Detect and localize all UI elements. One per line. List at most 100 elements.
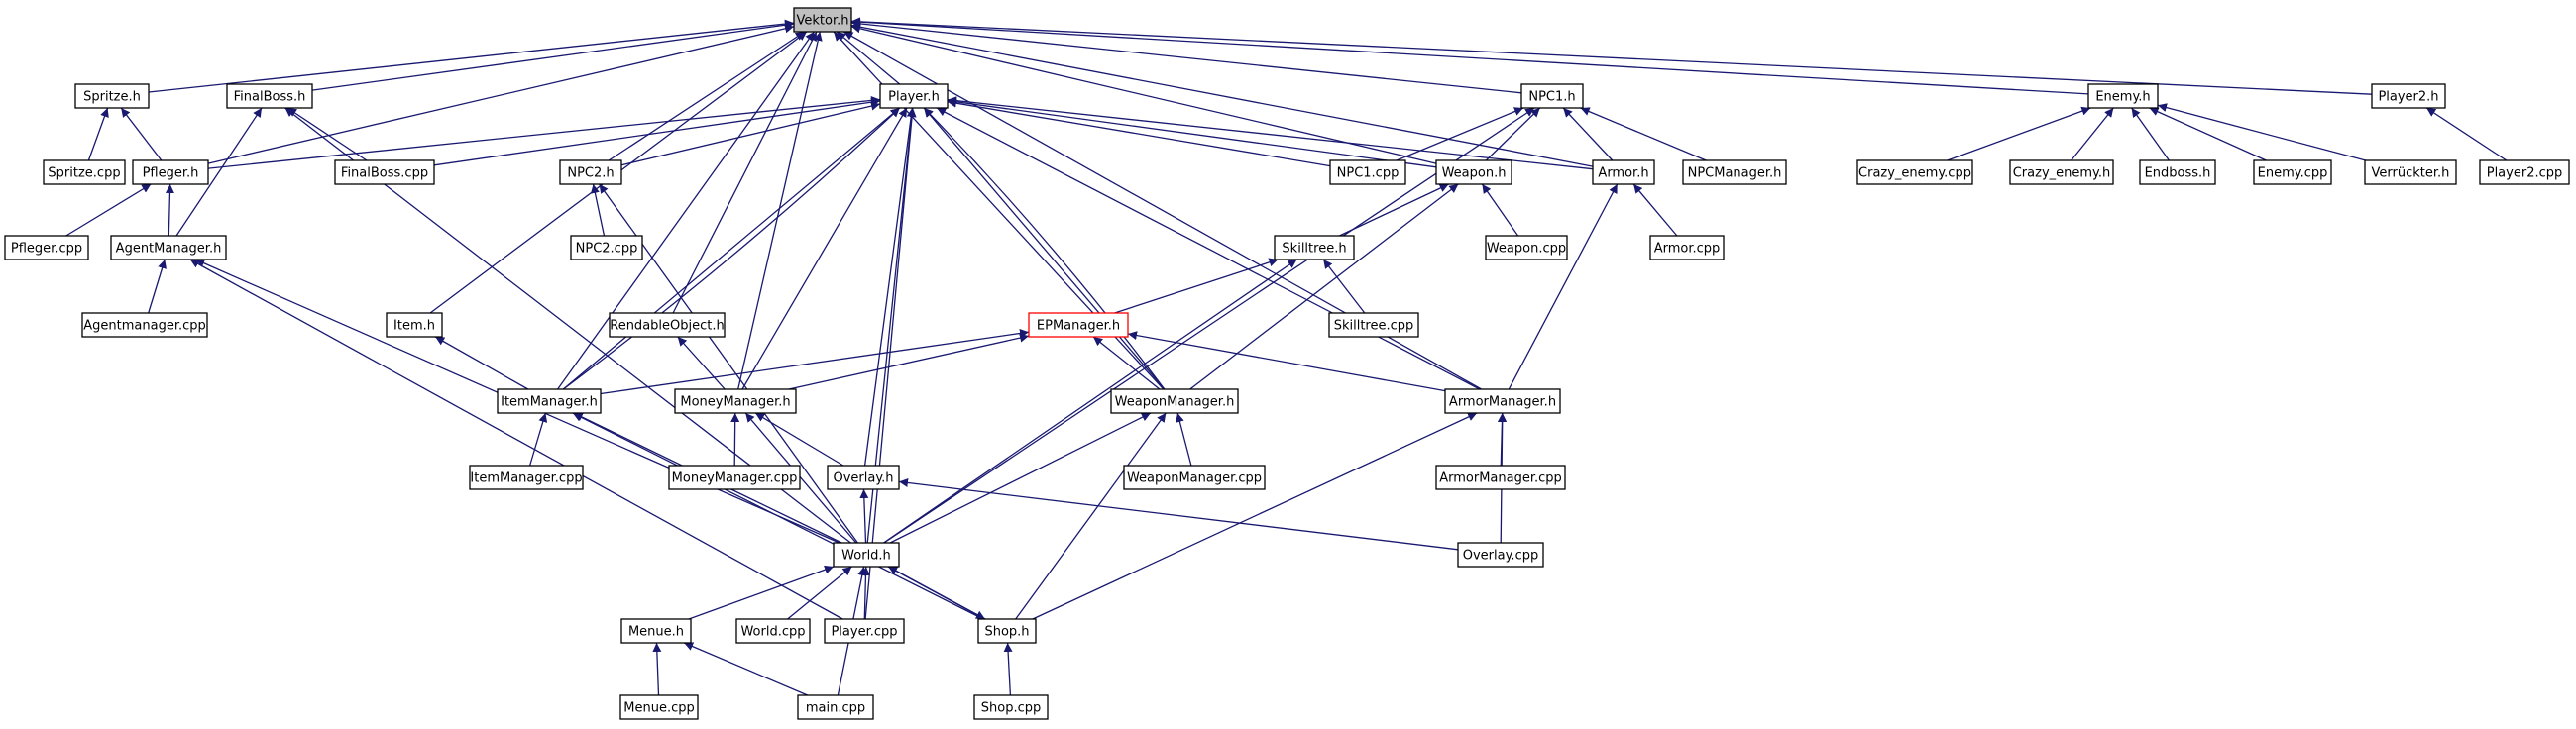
node-moneymanager-h[interactable]: MoneyManager.h: [674, 388, 797, 414]
node-skilltree-h[interactable]: Skilltree.h: [1274, 235, 1355, 260]
node-epmanager-h[interactable]: EPManager.h: [1028, 312, 1129, 338]
node-label: WeaponManager.h: [1115, 395, 1235, 410]
node-spritze-h[interactable]: Spritze.h: [74, 83, 150, 109]
node-label: ItemManager.h: [501, 395, 598, 410]
edge-overlay_cpp-to-overlay_h: [898, 478, 1459, 551]
node-label: ArmorManager.cpp: [1439, 471, 1562, 486]
edge-armormanager_h-to-vektor_h: [843, 31, 1482, 390]
node-label: NPC2.cpp: [576, 242, 638, 257]
node-label: AgentManager.h: [116, 242, 222, 257]
node-finalboss-cpp[interactable]: FinalBoss.cpp: [334, 159, 435, 185]
node-label: Menue.cpp: [623, 701, 694, 716]
node-box: [43, 159, 126, 185]
node-weapon-cpp[interactable]: Weapon.cpp: [1485, 235, 1568, 260]
node-world-cpp[interactable]: World.cpp: [735, 618, 811, 644]
edge-npc2_h-to-player_h: [620, 101, 881, 166]
edge-crazy_enemy_h-to-enemy_h: [2071, 107, 2114, 161]
edge-armor_h-to-player_h: [947, 96, 1594, 170]
node-npc2-cpp[interactable]: NPC2.cpp: [570, 235, 643, 260]
edge-shop_h-to-weaponmanager_h: [1015, 412, 1167, 620]
node-pfleger-cpp[interactable]: Pfleger.cpp: [4, 235, 89, 260]
node-overlay-cpp[interactable]: Overlay.cpp: [1457, 542, 1544, 568]
node-player2-h[interactable]: Player2.h: [2371, 83, 2446, 109]
node-box: [74, 83, 150, 109]
node-overlay-h[interactable]: Overlay.h: [827, 465, 900, 490]
node-enemy-cpp[interactable]: Enemy.cpp: [2253, 159, 2332, 185]
node-npc2-h[interactable]: NPC2.h: [559, 159, 622, 185]
edge-weapon_h-to-vektor_h: [850, 24, 1437, 164]
edge-moneymanager_h-to-rendableobject_h: [677, 336, 726, 390]
node-vektor-h[interactable]: Vektor.h: [793, 7, 852, 33]
node-enemy-h[interactable]: Enemy.h: [2087, 83, 2159, 109]
node-box: [1444, 388, 1561, 414]
node-spritze-cpp[interactable]: Spritze.cpp: [43, 159, 126, 185]
edge-overlay_h-to-player_h: [863, 107, 916, 467]
node-label: World.cpp: [740, 625, 805, 640]
edge-layer: [65, 17, 2508, 696]
node-box: [2253, 159, 2332, 185]
edge-itemmanager_h-to-player_h: [562, 107, 901, 390]
edge-verrueckter_h-to-enemy_h: [2157, 103, 2366, 161]
node-weaponmanager-h[interactable]: WeaponManager.h: [1110, 388, 1239, 414]
edge-pfleger_h-to-spritze_h: [120, 107, 163, 161]
node-item-h[interactable]: Item.h: [386, 312, 443, 338]
node-crazy-enemy-h[interactable]: Crazy_enemy.h: [2009, 159, 2114, 185]
edge-pfleger_cpp-to-pfleger_h: [65, 183, 152, 237]
node-moneymanager-cpp[interactable]: MoneyManager.cpp: [668, 465, 801, 490]
node-box: [226, 83, 313, 109]
node-player2-cpp[interactable]: Player2.cpp: [2479, 159, 2570, 185]
node-skilltree-cpp[interactable]: Skilltree.cpp: [1328, 312, 1419, 338]
node-label: Armor.cpp: [1654, 242, 1721, 257]
edge-armor_h-to-vektor_h: [850, 22, 1594, 167]
node-player-cpp[interactable]: Player.cpp: [824, 618, 905, 644]
edge-weaponmanager_h-to-weapon_h: [1189, 183, 1459, 390]
node-box: [2139, 159, 2216, 185]
node-shop-cpp[interactable]: Shop.cpp: [973, 694, 1049, 720]
edge-world_h-to-overlay_h: [859, 488, 869, 544]
node-npcmanager-h[interactable]: NPCManager.h: [1682, 159, 1787, 185]
node-box: [620, 618, 692, 644]
node-pfleger-h[interactable]: Pfleger.h: [132, 159, 209, 185]
node-label: ArmorManager.h: [1449, 395, 1556, 410]
node-box: [81, 312, 208, 338]
node-menue-cpp[interactable]: Menue.cpp: [619, 694, 699, 720]
edge-weaponmanager_h-to-vektor_h: [833, 31, 1165, 390]
edge-agentmanager_cpp-to-agentmanager_h: [148, 259, 167, 314]
node-world-h[interactable]: World.h: [833, 542, 900, 568]
edge-armormanager_h-to-epmanager_h: [1127, 331, 1446, 392]
node-box: [1520, 83, 1584, 109]
node-armor-h[interactable]: Armor.h: [1592, 159, 1655, 185]
node-menue-h[interactable]: Menue.h: [620, 618, 692, 644]
node-player-h[interactable]: Player.h: [879, 83, 949, 109]
node-agentmanager-h[interactable]: AgentManager.h: [110, 235, 227, 260]
node-verrueckter-h[interactable]: Verrückter.h: [2364, 159, 2457, 185]
node-shop-h[interactable]: Shop.h: [977, 618, 1037, 644]
node-label: MoneyManager.cpp: [672, 471, 798, 486]
node-armormanager-h[interactable]: ArmorManager.h: [1444, 388, 1561, 414]
node-rendableobject-h[interactable]: RendableObject.h: [609, 312, 726, 338]
edge-itemmanager_h-to-item_h: [434, 336, 529, 390]
node-npc1-cpp[interactable]: NPC1.cpp: [1329, 159, 1406, 185]
edge-agentmanager_h-to-finalboss_h: [175, 107, 263, 237]
node-box: [1110, 388, 1239, 414]
node-npc1-h[interactable]: NPC1.h: [1520, 83, 1584, 109]
node-main-cpp[interactable]: main.cpp: [797, 694, 874, 720]
edge-menue_cpp-to-menue_h: [652, 642, 662, 696]
node-weapon-h[interactable]: Weapon.h: [1435, 159, 1512, 185]
node-box: [2479, 159, 2570, 185]
node-finalboss-h[interactable]: FinalBoss.h: [226, 83, 313, 109]
node-box: [2371, 83, 2446, 109]
node-label: RendableObject.h: [610, 319, 724, 334]
node-agentmanager-cpp[interactable]: Agentmanager.cpp: [81, 312, 208, 338]
node-itemmanager-cpp[interactable]: ItemManager.cpp: [469, 465, 584, 490]
node-box: [4, 235, 89, 260]
node-itemmanager-h[interactable]: ItemManager.h: [497, 388, 602, 414]
node-weaponmanager-cpp[interactable]: WeaponManager.cpp: [1123, 465, 1266, 490]
node-crazy-enemy-cpp[interactable]: Crazy_enemy.cpp: [1856, 159, 1973, 185]
node-label: Player.h: [888, 90, 940, 105]
node-endboss-h[interactable]: Endboss.h: [2139, 159, 2216, 185]
edge-world_cpp-to-world_h: [787, 566, 852, 620]
node-armormanager-cpp[interactable]: ArmorManager.cpp: [1435, 465, 1566, 490]
node-armor-cpp[interactable]: Armor.cpp: [1649, 235, 1725, 260]
